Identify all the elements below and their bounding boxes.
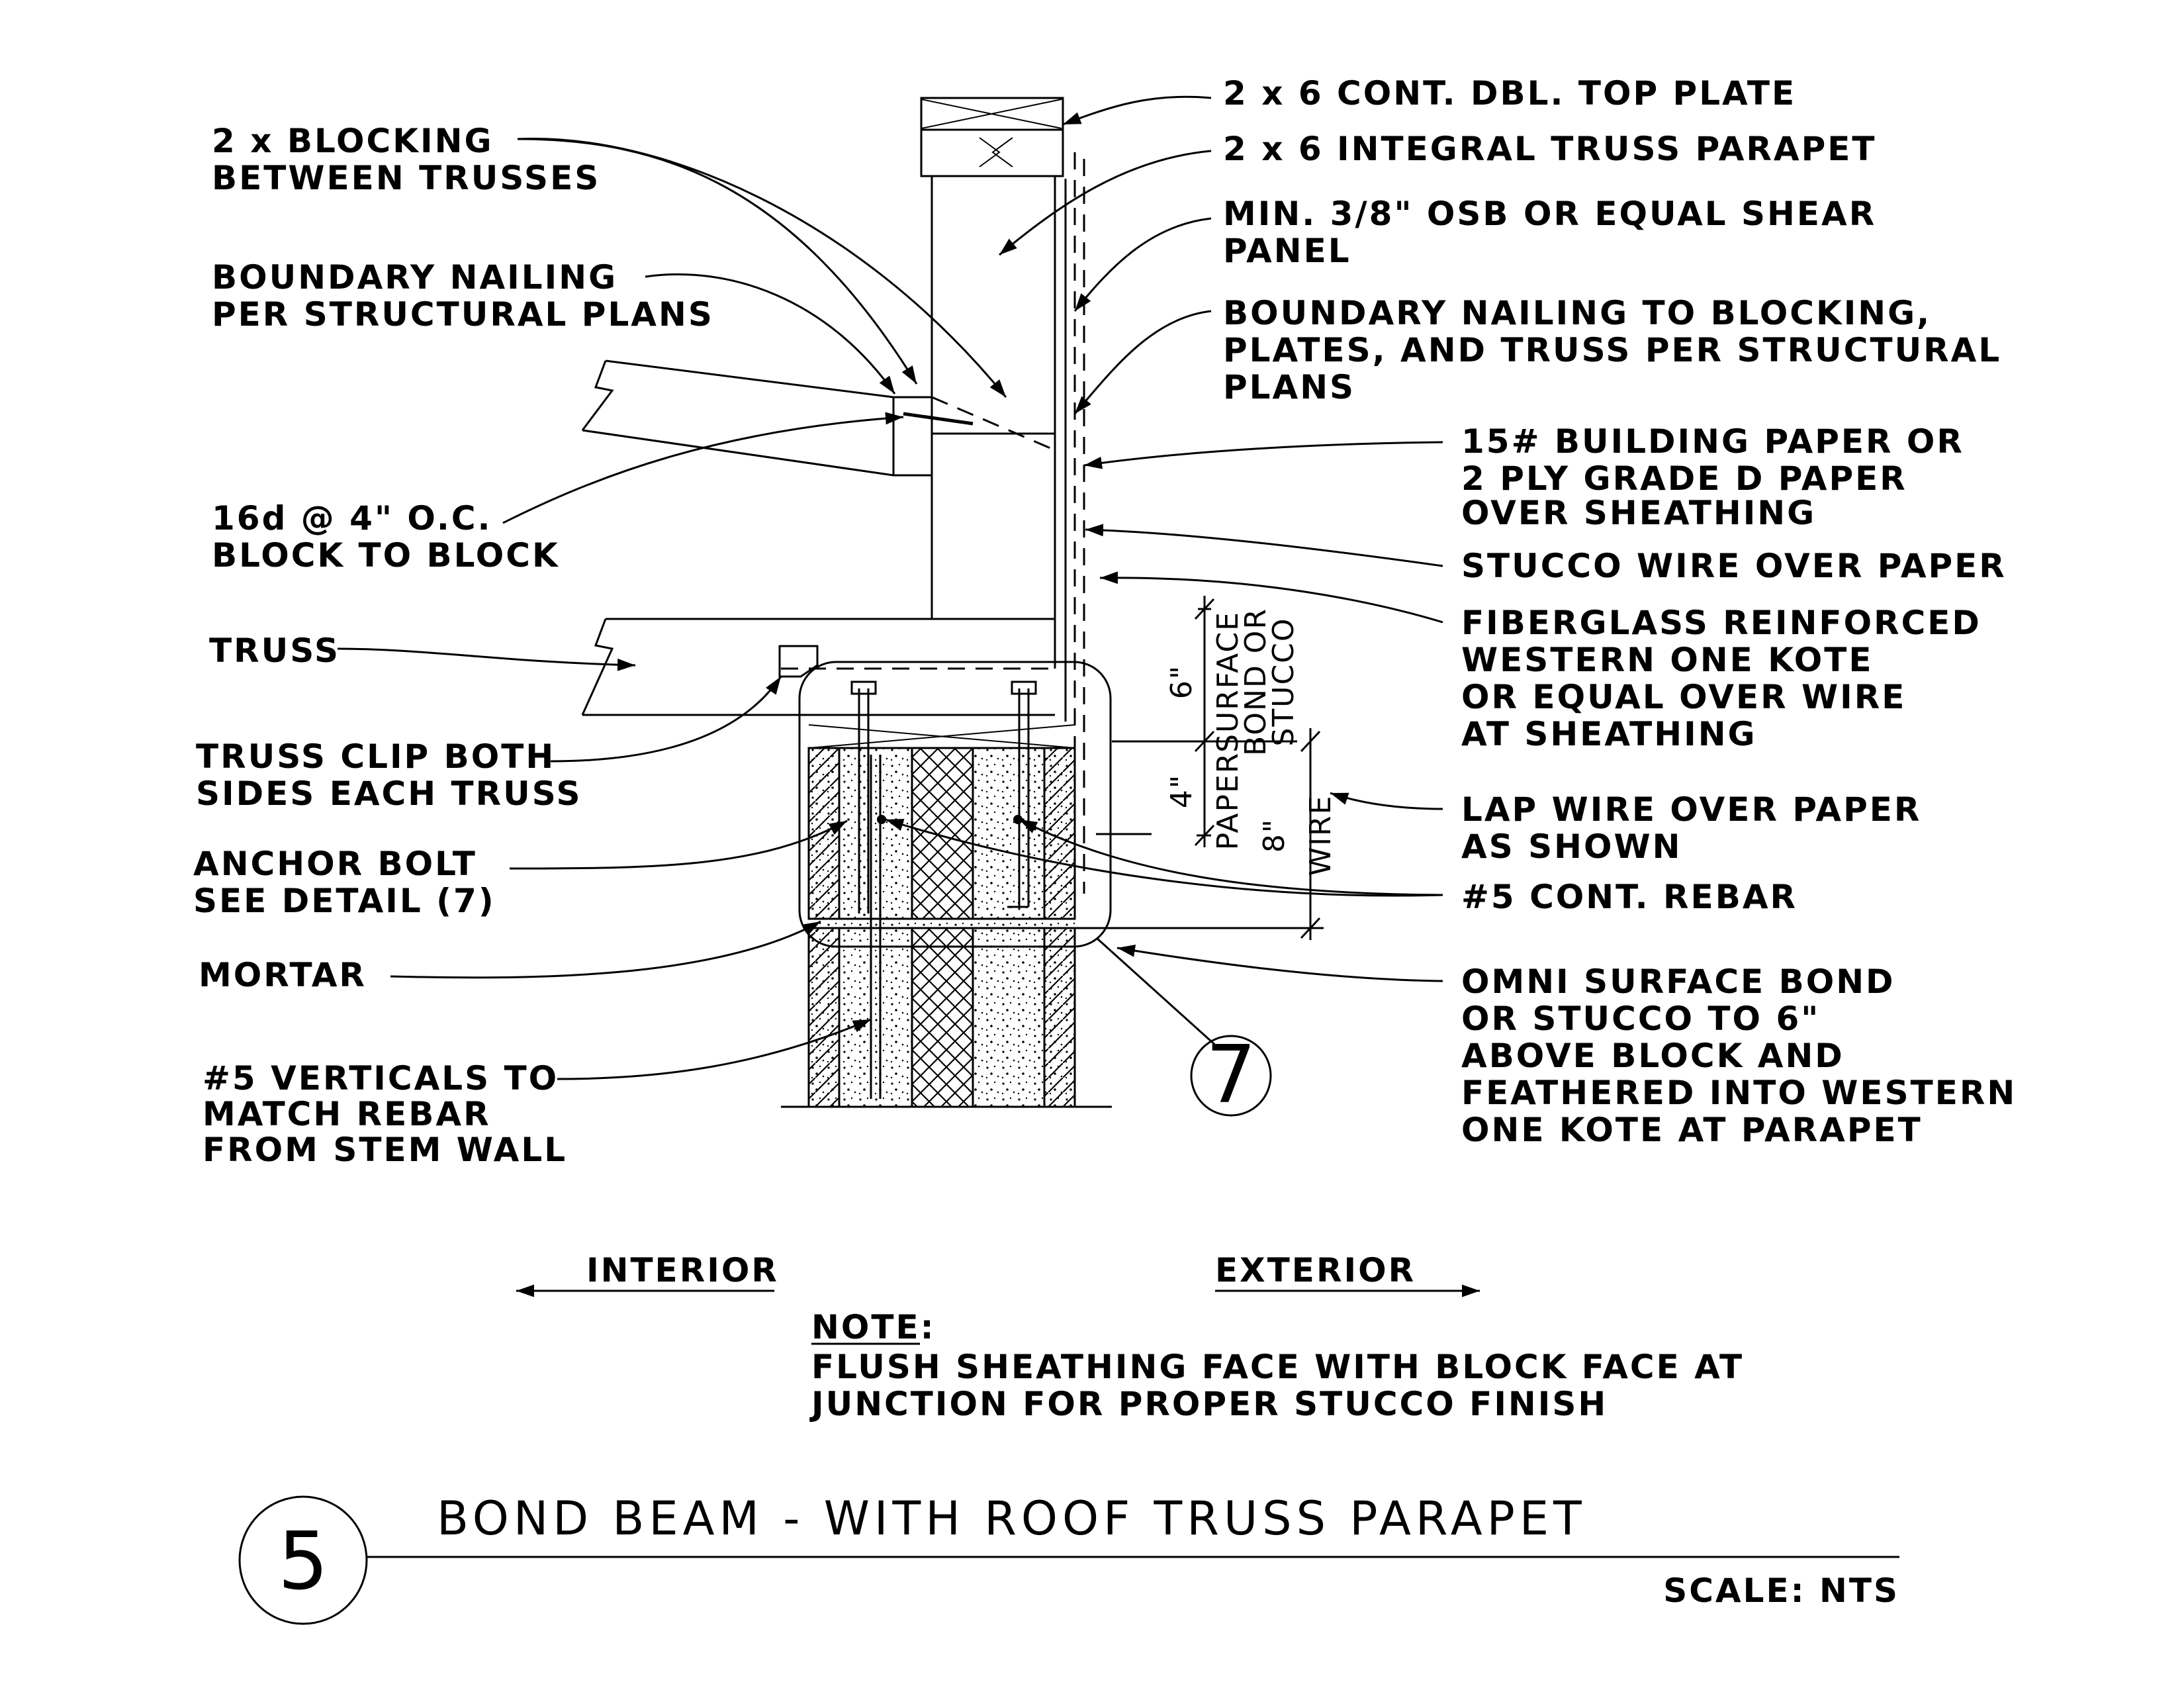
label-cont-rebar: #5 CONT. REBAR [1461,878,1797,916]
anchor-bolts [850,680,1037,914]
detail-7-callout: 7 [1190,1029,1272,1121]
label-fiberglass-3: OR EQUAL OVER WIRE [1461,678,1906,716]
dim-six-inch: 6" [1165,665,1199,699]
label-osb-line-2: PANEL [1223,232,1351,270]
label-stucco-wire: STUCCO WIRE OVER PAPER [1461,547,2007,585]
label-omni-2: OR STUCCO TO 6" [1461,1000,1820,1038]
label-boundary-blocking-1: BOUNDARY NAILING TO BLOCKING, [1223,294,1931,332]
label-building-paper-2: 2 PLY GRADE D PAPER [1461,459,1907,498]
label-omni-4: FEATHERED INTO WESTERN [1461,1074,2017,1112]
label-anchor-bolt-1: ANCHOR BOLT [193,845,477,883]
label-anchor-bolt-2: SEE DETAIL (7) [193,882,496,920]
label-fiberglass-4: AT SHEATHING [1461,715,1757,753]
label-blocking-2: BETWEEN TRUSSES [212,159,600,197]
dim-four-inch: 4" [1165,774,1199,808]
label-boundary-blocking-2: PLATES, AND TRUSS PER STRUCTURAL [1223,331,2001,369]
detail-7-boundary [798,661,1112,948]
vertical-rebar [870,755,882,1099]
left-labels: 2 x BLOCKING BETWEEN TRUSSES BOUNDARY NA… [193,122,714,1169]
label-truss-clip-2: SIDES EACH TRUSS [196,774,582,813]
label-building-paper-3: OVER SHEATHING [1461,494,1816,532]
label-verticals-3: FROM STEM WALL [203,1131,567,1169]
direction-indicators: INTERIOR EXTERIOR [516,1251,1480,1297]
leader-lines [337,95,1443,1080]
cmu-lower-course [781,927,1112,1108]
section-geometry [581,97,1163,1108]
label-boundary-blocking-3: PLANS [1223,368,1355,406]
label-omni-5: ONE KOTE AT PARAPET [1461,1111,1923,1149]
label-verticals-1: #5 VERTICALS TO [203,1059,559,1098]
note-line-1: FLUSH SHEATHING FACE WITH BLOCK FACE AT [811,1348,1744,1386]
label-boundary-nailing-1: BOUNDARY NAILING [212,258,617,297]
dim-eight-inch: 8" [1257,818,1291,853]
general-note: NOTE: FLUSH SHEATHING FACE WITH BLOCK FA… [809,1308,1744,1423]
label-16d-2: BLOCK TO BLOCK [212,536,560,575]
label-verticals-2: MATCH REBAR [203,1095,491,1133]
detail-7-number: 7 [1206,1029,1256,1121]
note-line-2: JUNCTION FOR PROPER STUCCO FINISH [809,1385,1608,1423]
label-16d-1: 16d @ 4" O.C. [212,499,492,538]
label-omni-1: OMNI SURFACE BOND [1461,962,1895,1001]
note-heading: NOTE: [811,1308,936,1346]
label-boundary-nailing-2: PER STRUCTURAL PLANS [212,295,714,334]
mortar-joint [809,917,1075,929]
roof-deck [581,359,894,477]
title-block: 5 BOND BEAM - WITH ROOF TRUSS PARAPET SC… [238,1491,1899,1625]
label-truss-clip-1: TRUSS CLIP BOTH [196,737,555,776]
double-top-plate [920,97,1064,177]
dim-wire: WIRE [1304,795,1338,876]
label-osb-line-1: MIN. 3/8" OSB OR EQUAL SHEAR [1223,195,1876,233]
label-top-plate: 2 x 6 CONT. DBL. TOP PLATE [1223,74,1796,113]
dim-surface-bond-2: BOND OR [1239,608,1273,756]
label-fiberglass-2: WESTERN ONE KOTE [1461,641,1874,679]
label-lap-wire-2: AS SHOWN [1461,827,1682,866]
bond-beam-top-course [807,724,1076,920]
label-fiberglass-1: FIBERGLASS REINFORCED [1461,604,1981,642]
cont-rebar-left [877,815,886,824]
label-truss: TRUSS [209,632,340,670]
label-truss-parapet: 2 x 6 INTEGRAL TRUSS PARAPET [1223,130,1877,168]
truss-chords [581,618,1055,716]
truss-clip [778,645,819,678]
label-lap-wire-1: LAP WIRE OVER PAPER [1461,790,1921,829]
dimension-strings: 6" 4" SURFACE BOND OR STUCCO PAPER 8" WI… [1112,596,1338,940]
scale-label: SCALE: NTS [1663,1571,1899,1610]
detail-number: 5 [278,1516,328,1608]
label-blocking-1: 2 x BLOCKING [212,122,493,160]
label-building-paper-1: 15# BUILDING PAPER OR [1461,422,1964,461]
right-labels: 2 x 6 CONT. DBL. TOP PLATE 2 x 6 INTEGRA… [1223,74,2017,1149]
dim-surface-bond-1: SURFACE [1211,611,1245,753]
label-interior: INTERIOR [586,1251,779,1289]
dim-surface-bond-3: STUCCO [1267,617,1300,746]
label-omni-3: ABOVE BLOCK AND [1461,1037,1844,1075]
label-exterior: EXTERIOR [1215,1251,1416,1289]
detail-title: BOND BEAM - WITH ROOF TRUSS PARAPET [437,1491,1586,1546]
dim-paper: PAPER [1211,752,1245,851]
label-mortar: MORTAR [199,956,367,994]
blocking-between-trusses [892,396,1056,477]
